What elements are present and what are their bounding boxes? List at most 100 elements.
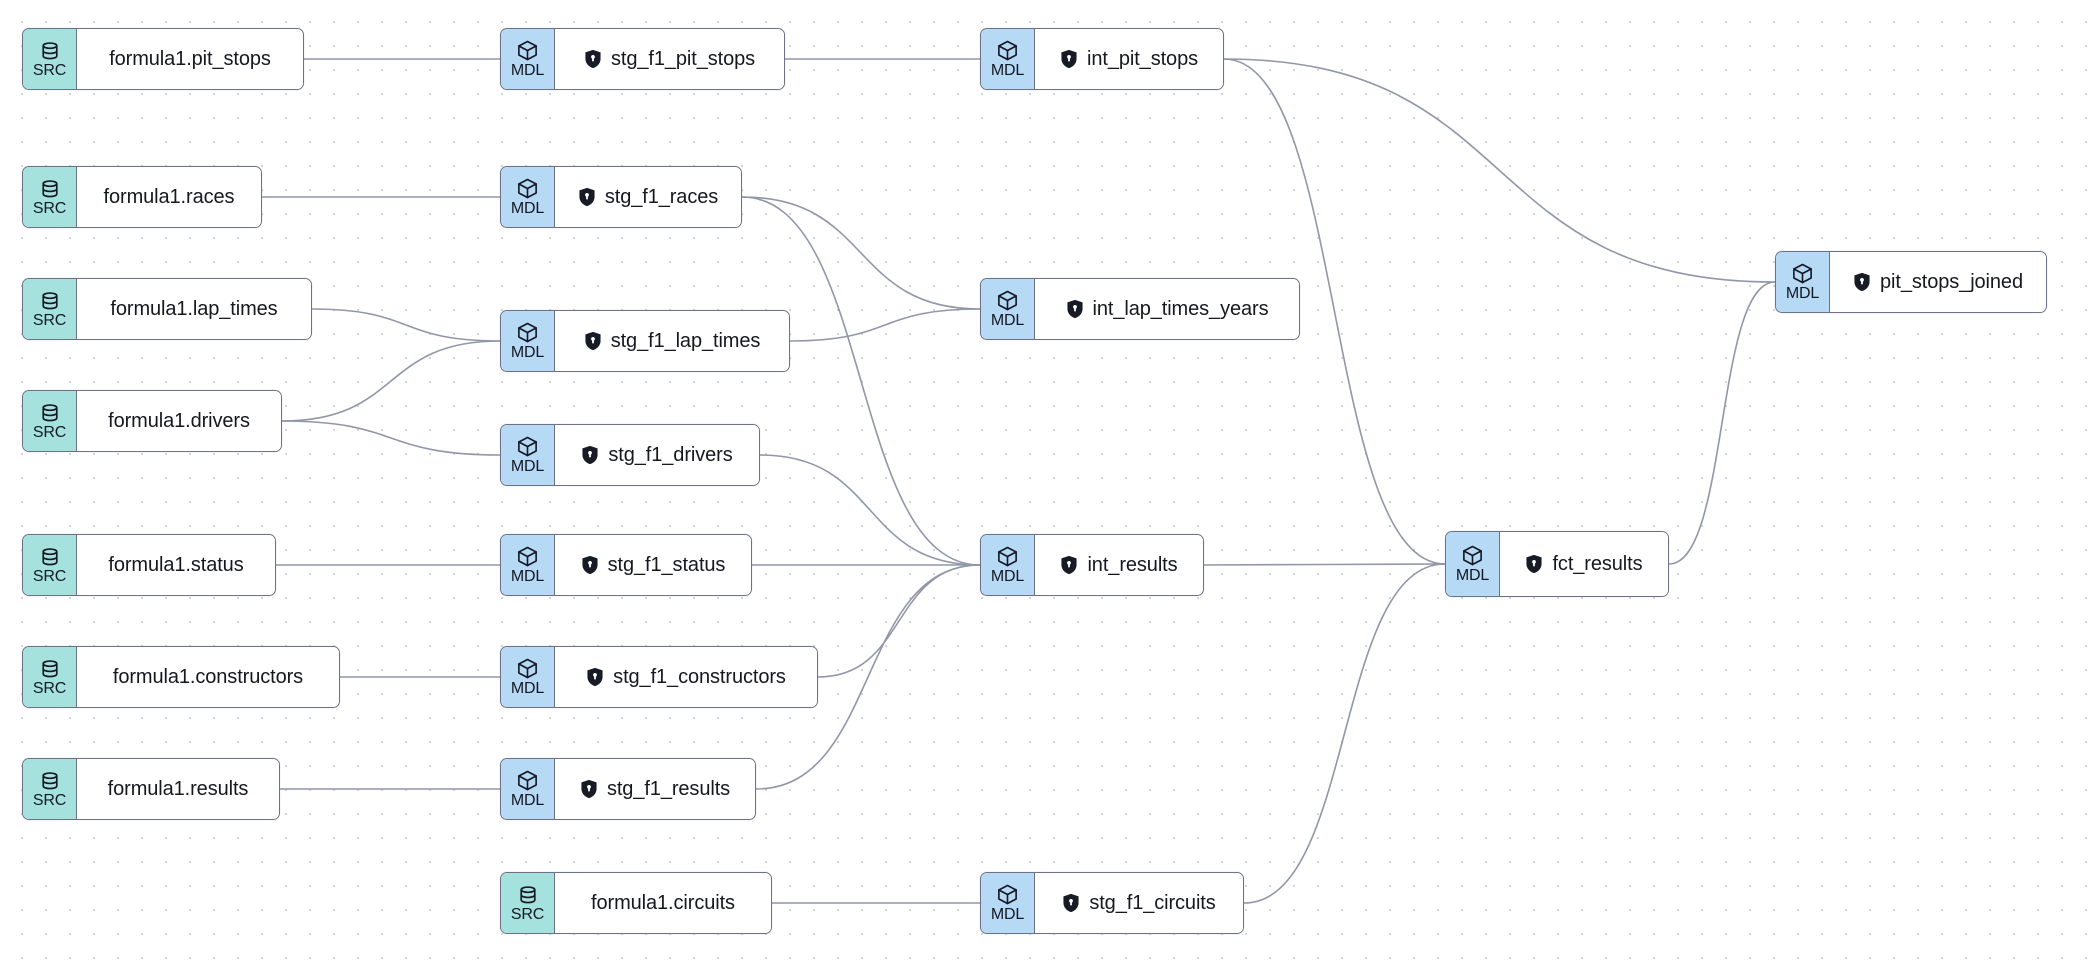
node-body: stg_f1_drivers bbox=[555, 425, 759, 485]
node-type-badge-mdl: MDL bbox=[981, 873, 1035, 933]
node-label: stg_f1_constructors bbox=[613, 665, 786, 688]
lock-shield-icon bbox=[1062, 893, 1080, 913]
graph-node-src_drivers[interactable]: SRC formula1.drivers bbox=[22, 390, 282, 452]
graph-node-src_constructors[interactable]: SRC formula1.constructors bbox=[22, 646, 340, 708]
node-type-label: MDL bbox=[510, 680, 545, 697]
lock-shield-icon bbox=[1526, 554, 1543, 574]
edge-stg_lap_times-to-int_lap_times_years bbox=[789, 308, 981, 342]
node-body: stg_f1_lap_times bbox=[555, 311, 789, 371]
database-icon bbox=[517, 884, 539, 906]
node-body: stg_f1_status bbox=[555, 535, 751, 595]
edge-fct_results-to-pit_stops_joined bbox=[1668, 281, 1776, 565]
edge-stg_circuits-to-fct_results bbox=[1243, 563, 1446, 904]
node-body: pit_stops_joined bbox=[1830, 252, 2046, 312]
node-type-label: MDL bbox=[990, 568, 1025, 585]
node-type-badge-src: SRC bbox=[23, 391, 77, 451]
node-type-badge-mdl: MDL bbox=[501, 29, 555, 89]
node-type-label: MDL bbox=[990, 312, 1025, 329]
cube-icon bbox=[1461, 544, 1484, 567]
node-label: stg_f1_status bbox=[607, 553, 726, 576]
cube-icon bbox=[996, 39, 1019, 62]
graph-node-src_races[interactable]: SRC formula1.races bbox=[22, 166, 262, 228]
graph-node-int_lap_times_years[interactable]: MDL int_lap_times_years bbox=[980, 278, 1300, 340]
lock-shield-icon bbox=[581, 555, 599, 575]
node-body: int_lap_times_years bbox=[1035, 279, 1299, 339]
node-type-label: SRC bbox=[32, 679, 67, 697]
graph-node-stg_races[interactable]: MDL stg_f1_races bbox=[500, 166, 742, 228]
edge-src_lap_times-to-stg_lap_times bbox=[311, 308, 501, 342]
node-label: formula1.constructors bbox=[112, 665, 304, 688]
node-type-badge-src: SRC bbox=[23, 29, 77, 89]
node-type-badge-mdl: MDL bbox=[981, 29, 1035, 89]
lock-shield-icon bbox=[582, 445, 598, 465]
lock-shield-icon bbox=[580, 779, 598, 799]
graph-node-stg_drivers[interactable]: MDL stg_f1_drivers bbox=[500, 424, 760, 486]
node-type-badge-src: SRC bbox=[23, 167, 77, 227]
node-body: stg_f1_results bbox=[555, 759, 755, 819]
lock-shield-icon bbox=[1061, 555, 1078, 575]
graph-node-stg_status[interactable]: MDL stg_f1_status bbox=[500, 534, 752, 596]
node-label: stg_f1_races bbox=[604, 185, 719, 208]
edge-src_drivers-to-stg_lap_times bbox=[281, 340, 501, 422]
node-label: formula1.circuits bbox=[591, 891, 735, 914]
node-type-label: MDL bbox=[510, 568, 545, 585]
lock-shield-icon bbox=[578, 187, 596, 207]
node-body: formula1.results bbox=[77, 759, 279, 819]
node-body: stg_f1_pit_stops bbox=[555, 29, 784, 89]
node-type-badge-mdl: MDL bbox=[981, 535, 1035, 595]
node-body: formula1.drivers bbox=[77, 391, 281, 451]
node-label: formula1.races bbox=[103, 185, 235, 208]
node-type-label: MDL bbox=[1455, 567, 1490, 584]
node-label: stg_f1_results bbox=[606, 777, 731, 800]
lock-shield-icon bbox=[587, 667, 603, 687]
lock-shield-icon bbox=[1854, 272, 1870, 292]
cube-icon bbox=[516, 769, 539, 792]
graph-node-stg_constructors[interactable]: MDL stg_f1_constructors bbox=[500, 646, 818, 708]
cube-icon bbox=[516, 39, 539, 62]
database-icon bbox=[39, 658, 61, 680]
node-type-badge-mdl: MDL bbox=[501, 311, 555, 371]
cube-icon bbox=[516, 435, 539, 458]
lock-shield-icon bbox=[1060, 49, 1078, 69]
node-type-badge-mdl: MDL bbox=[1446, 532, 1500, 596]
node-type-label: MDL bbox=[510, 200, 545, 217]
lock-shield-icon bbox=[579, 187, 595, 207]
cube-icon bbox=[516, 545, 539, 568]
database-icon bbox=[39, 770, 61, 792]
graph-node-src_results[interactable]: SRC formula1.results bbox=[22, 758, 280, 820]
node-type-badge-src: SRC bbox=[23, 279, 77, 339]
cube-icon bbox=[1791, 262, 1814, 285]
node-label: pit_stops_joined bbox=[1880, 270, 2023, 293]
node-label: stg_f1_circuits bbox=[1089, 891, 1216, 914]
node-type-badge-mdl: MDL bbox=[501, 425, 555, 485]
node-type-label: SRC bbox=[32, 791, 67, 809]
lock-shield-icon bbox=[586, 667, 604, 687]
node-body: formula1.pit_stops bbox=[77, 29, 303, 89]
node-type-label: SRC bbox=[32, 423, 67, 441]
node-type-badge-src: SRC bbox=[23, 759, 77, 819]
node-body: stg_f1_circuits bbox=[1035, 873, 1243, 933]
database-icon bbox=[39, 402, 61, 424]
node-type-badge-mdl: MDL bbox=[501, 535, 555, 595]
node-label: formula1.drivers bbox=[108, 409, 250, 432]
lock-shield-icon bbox=[1066, 299, 1083, 319]
lock-shield-icon bbox=[1853, 272, 1871, 292]
node-label: stg_f1_drivers bbox=[608, 443, 733, 466]
node-type-label: MDL bbox=[990, 62, 1025, 79]
node-type-badge-mdl: MDL bbox=[501, 167, 555, 227]
node-type-label: SRC bbox=[32, 567, 67, 585]
graph-node-stg_circuits[interactable]: MDL stg_f1_circuits bbox=[980, 872, 1244, 934]
